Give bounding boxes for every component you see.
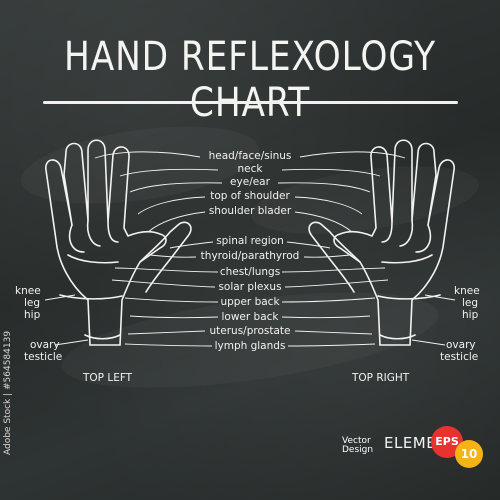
- logo-version-badge: 10: [455, 440, 483, 468]
- label-eye-ear: eye/ear: [230, 176, 270, 188]
- left-label-knee: knee: [15, 285, 41, 297]
- left-hand-outline: [45, 139, 167, 346]
- right-label-leg: leg: [462, 297, 479, 309]
- label-top-of-shoulder: top of shoulder: [210, 190, 290, 202]
- label-thyroid-parathyrod: thyroid/parathyrod: [200, 250, 300, 262]
- caption-top-right: TOP RIGHT: [352, 372, 410, 384]
- label-upper-back: upper back: [220, 296, 280, 308]
- label-spinal-region: spinal region: [216, 235, 284, 247]
- right-hand-outline: [308, 139, 455, 346]
- caption-top-left: TOP LEFT: [83, 372, 133, 384]
- label-head-face-sinus: head/face/sinus: [208, 150, 292, 162]
- vector-design-element-logo: Vector Design ELEMENT EPS 10: [342, 426, 492, 472]
- stock-id: Adobe Stock | #564584139: [3, 330, 13, 455]
- label-lymph-glands: lymph glands: [214, 340, 286, 352]
- left-label-ovary: ovary: [30, 339, 60, 351]
- label-solar-plexus: solar plexus: [218, 281, 282, 293]
- left-label-hip: hip: [24, 309, 41, 321]
- left-label-leg: leg: [24, 297, 41, 309]
- right-label-hip: hip: [462, 309, 479, 321]
- label-neck: neck: [237, 163, 263, 175]
- right-label-testicle: testicle: [440, 351, 479, 363]
- title-underline: [43, 101, 458, 104]
- right-label-knee: knee: [454, 285, 480, 297]
- label-chest-lungs: chest/lungs: [219, 266, 281, 278]
- leader-lines: [44, 151, 456, 347]
- logo-vector-design: Vector Design: [342, 436, 374, 455]
- left-label-testicle: testicle: [24, 351, 63, 363]
- label-shoulder-blader: shoulder blader: [208, 205, 292, 217]
- right-label-ovary: ovary: [446, 339, 476, 351]
- label-lower-back: lower back: [221, 311, 279, 323]
- label-uterus-prostate: uterus/prostate: [209, 325, 291, 337]
